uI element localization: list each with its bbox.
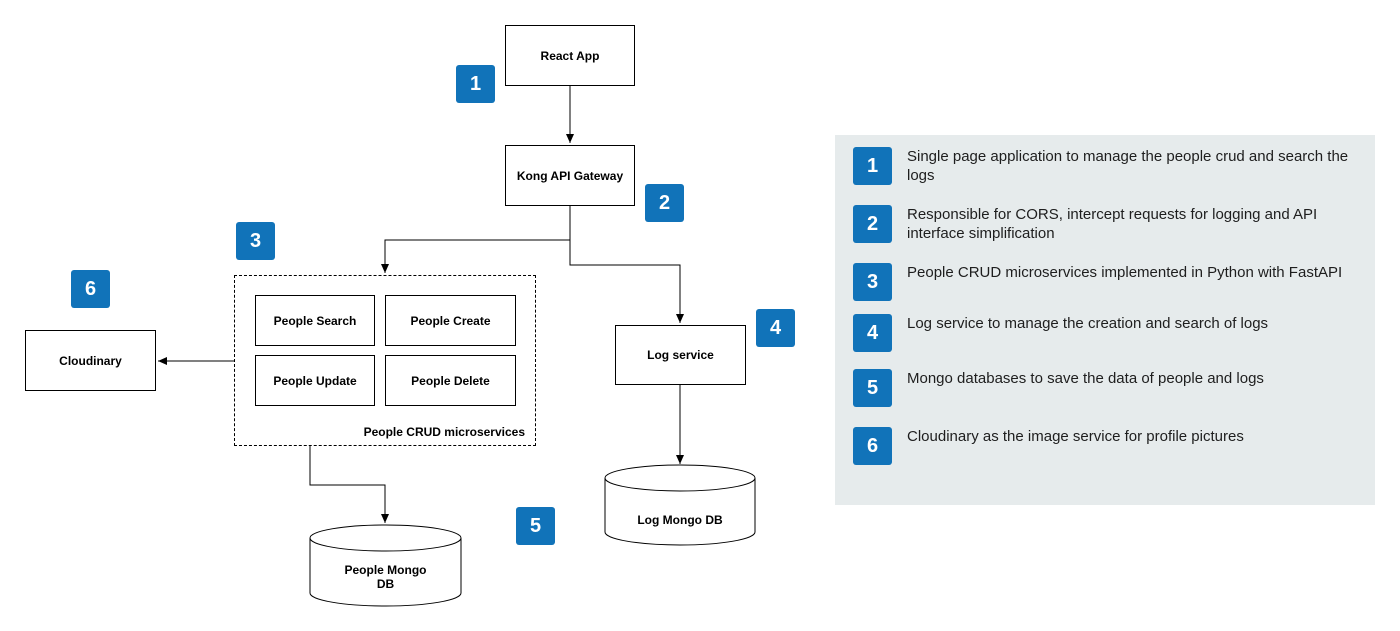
cloudinary-node: Cloudinary <box>25 330 156 391</box>
arrow-kong-to-log <box>569 206 684 323</box>
people-update-label: People Update <box>273 373 357 388</box>
badge-6: 6 <box>71 270 110 308</box>
people-search-label: People Search <box>273 313 357 328</box>
react-app-node: React App <box>505 25 635 86</box>
legend-badge-4: 4 <box>853 314 892 352</box>
badge-5: 5 <box>516 507 555 545</box>
people-db-label-line2: DB <box>376 577 395 591</box>
kong-gateway-node: Kong API Gateway <box>505 145 635 206</box>
people-db-label-line1: People Mongo <box>344 563 427 577</box>
log-db-label: Log Mongo DB <box>637 513 723 527</box>
legend-badge-6: 6 <box>853 427 892 465</box>
people-create-node: People Create <box>385 295 516 346</box>
people-crud-group: People CRUD microservices <box>234 275 536 446</box>
log-service-label: Log service <box>647 348 714 362</box>
log-service-node: Log service <box>615 325 746 385</box>
react-app-label: React App <box>540 48 600 63</box>
badge-1: 1 <box>456 65 495 103</box>
people-update-node: People Update <box>255 355 375 406</box>
people-delete-node: People Delete <box>385 355 516 406</box>
legend-text-6: Cloudinary as the image service for prof… <box>907 428 1244 445</box>
arrow-kong-to-crud <box>381 206 571 273</box>
legend-text-1: Single page application to manage the pe… <box>907 148 1349 184</box>
legend-badge-1: 1 <box>853 147 892 185</box>
log-db-cylinder-icon <box>604 464 756 546</box>
legend-badge-2: 2 <box>853 205 892 243</box>
people-search-node: People Search <box>255 295 375 346</box>
people-delete-label: People Delete <box>411 373 490 388</box>
badge-2: 2 <box>645 184 684 222</box>
people-crud-group-label: People CRUD microservices <box>363 425 525 439</box>
legend-panel: 1 Single page application to manage the … <box>835 135 1375 505</box>
people-create-label: People Create <box>410 313 491 328</box>
badge-4: 4 <box>756 309 795 347</box>
log-mongo-db-node: Log Mongo DB <box>604 464 756 546</box>
people-mongo-db-node: People Mongo DB <box>309 524 462 607</box>
legend-text-2: Responsible for CORS, intercept requests… <box>907 206 1318 242</box>
legend-text-5: Mongo databases to save the data of peop… <box>907 370 1264 387</box>
kong-gateway-label: Kong API Gateway <box>516 168 624 183</box>
arrow-crud-to-peopledb <box>309 446 389 523</box>
legend-badge-3: 3 <box>853 263 892 301</box>
cloudinary-label: Cloudinary <box>59 353 122 368</box>
legend-badge-5: 5 <box>853 369 892 407</box>
people-db-cylinder-icon <box>309 524 462 607</box>
legend-text-3: People CRUD microservices implemented in… <box>907 264 1343 281</box>
badge-3: 3 <box>236 222 275 260</box>
legend-text-4: Log service to manage the creation and s… <box>907 315 1269 332</box>
